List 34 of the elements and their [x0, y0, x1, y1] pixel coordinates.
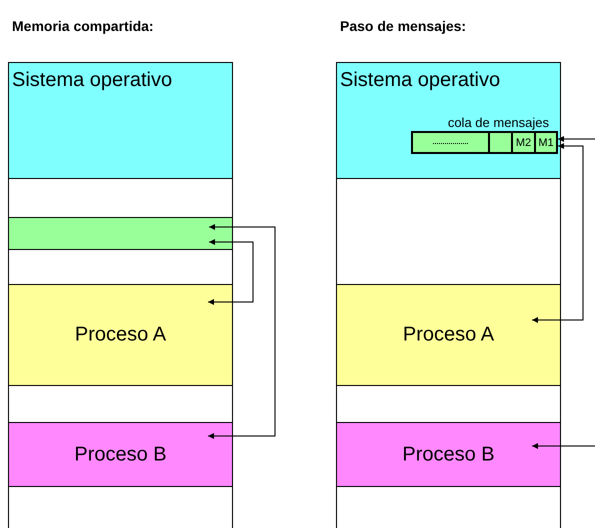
arrow [558, 136, 595, 142]
arrow [532, 143, 584, 323]
memory-segment [8, 178, 233, 218]
memory-segment [336, 486, 561, 528]
message-label: M1 [538, 136, 554, 148]
queue-cell [412, 132, 489, 153]
segment-label: Proceso B [402, 443, 495, 466]
queue-cell [489, 132, 512, 153]
memory-segment [336, 385, 561, 423]
process-segment [8, 422, 233, 487]
operating-system-segment [8, 62, 233, 179]
memory-segment [8, 249, 233, 285]
message-label: M2 [516, 136, 532, 148]
process-segment [336, 284, 561, 386]
memory-segment [8, 385, 233, 423]
segment-label: Proceso B [74, 443, 167, 466]
process-segment [336, 422, 561, 487]
segment-label: Proceso A [74, 324, 166, 346]
process-segment [8, 284, 233, 386]
operating-system-segment [336, 62, 561, 179]
memory-segment [336, 178, 561, 285]
heading: Paso de mensajes: [340, 18, 466, 34]
queue-cell [512, 132, 535, 153]
segment-label: Proceso A [402, 324, 494, 346]
heading: Memoria compartida: [12, 18, 154, 34]
memory-segment [8, 486, 233, 528]
queue-label: cola de mensajes [448, 115, 549, 130]
segment-label: Sistema operativo [340, 69, 500, 92]
memory-segment [8, 217, 233, 250]
segment-label: Sistema operativo [12, 69, 172, 92]
arrow [208, 239, 254, 305]
arrow [532, 443, 595, 449]
queue-cell [535, 132, 557, 153]
arrow [208, 224, 276, 439]
